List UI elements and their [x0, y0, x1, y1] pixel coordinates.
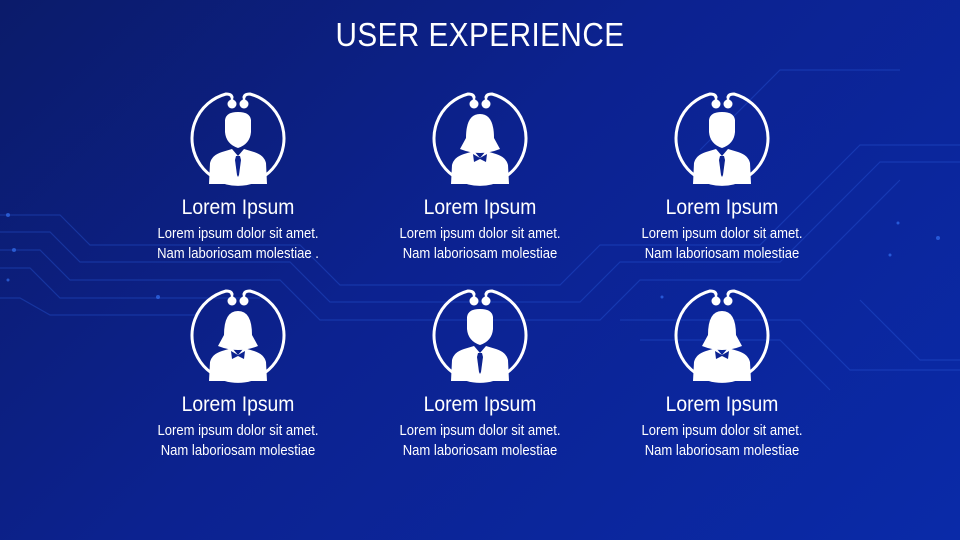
male-user-icon [190, 92, 286, 186]
user-card: Lorem Ipsum Lorem ipsum dolor sit amet. N… [360, 287, 600, 461]
user-card: Lorem Ipsum Lorem ipsum dolor sit amet. N… [602, 90, 842, 264]
card-line-2: Nam laboriosam molestiae [402, 443, 558, 459]
card-description: Lorem ipsum dolor sit amet. Nam laboriosa… [614, 421, 830, 461]
card-title: Lorem Ipsum [665, 196, 779, 219]
card-line-1: Lorem ipsum dolor sit amet. [399, 226, 561, 242]
card-description: Lorem ipsum dolor sit amet. Nam laboriosa… [130, 421, 346, 461]
user-card: Lorem Ipsum Lorem ipsum dolor sit amet. N… [602, 287, 842, 461]
female-user-icon [190, 289, 286, 383]
card-line-2: Nam laboriosam molestiae [644, 246, 800, 262]
card-description: Lorem ipsum dolor sit amet. Nam laboriosa… [372, 421, 588, 461]
card-title: Lorem Ipsum [665, 393, 779, 416]
female-user-icon [432, 92, 528, 186]
card-title: Lorem Ipsum [181, 196, 295, 219]
card-description: Lorem ipsum dolor sit amet. Nam laboriosa… [372, 224, 588, 264]
card-line-2: Nam laboriosam molestiae [644, 443, 800, 459]
male-user-icon [432, 289, 528, 383]
card-title: Lorem Ipsum [423, 196, 537, 219]
card-line-1: Lorem ipsum dolor sit amet. [399, 423, 561, 439]
card-description: Lorem ipsum dolor sit amet. Nam laboriosa… [130, 224, 346, 264]
user-card: Lorem Ipsum Lorem ipsum dolor sit amet. N… [118, 287, 358, 461]
card-line-2: Nam laboriosam molestiae [402, 246, 558, 262]
card-line-2: Nam laboriosam molestiae . [157, 246, 319, 262]
user-card: Lorem Ipsum Lorem ipsum dolor sit amet. N… [118, 90, 358, 264]
male-user-icon [674, 92, 770, 186]
card-line-1: Lorem ipsum dolor sit amet. [157, 423, 319, 439]
card-title: Lorem Ipsum [423, 393, 537, 416]
card-line-2: Nam laboriosam molestiae [160, 443, 316, 459]
card-line-1: Lorem ipsum dolor sit amet. [157, 226, 319, 242]
card-title: Lorem Ipsum [181, 393, 295, 416]
page-title: USER EXPERIENCE [335, 16, 625, 53]
card-line-1: Lorem ipsum dolor sit amet. [641, 226, 803, 242]
card-line-1: Lorem ipsum dolor sit amet. [641, 423, 803, 439]
user-card: Lorem Ipsum Lorem ipsum dolor sit amet. N… [360, 90, 600, 264]
female-user-icon [674, 289, 770, 383]
card-description: Lorem ipsum dolor sit amet. Nam laboriosa… [614, 224, 830, 264]
